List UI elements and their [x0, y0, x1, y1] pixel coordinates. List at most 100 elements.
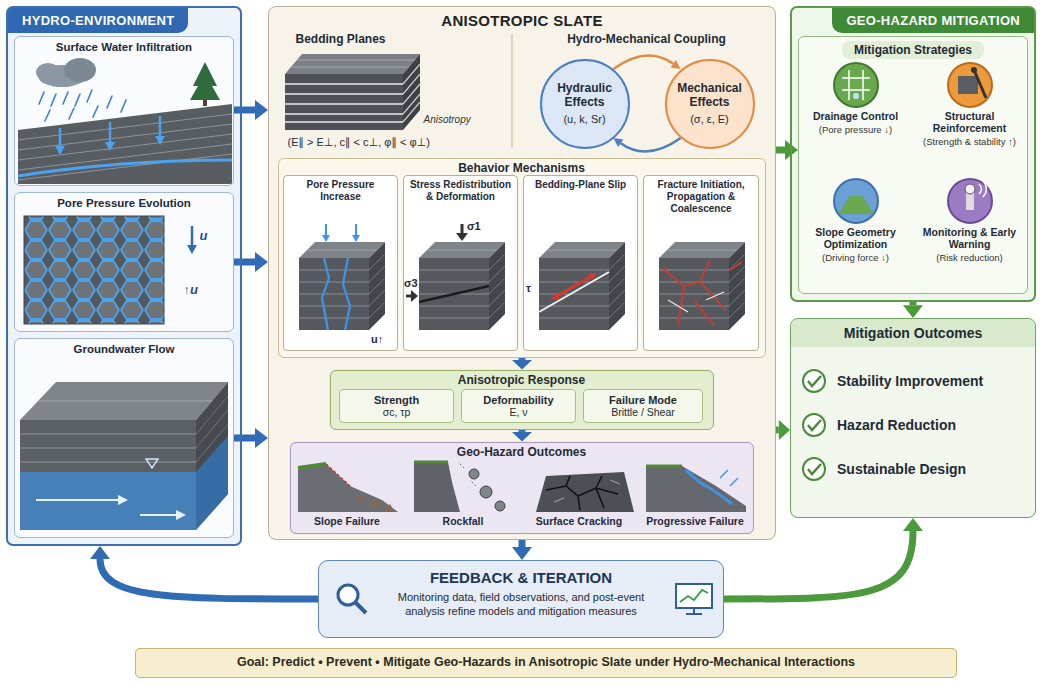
drainage-icon	[834, 63, 878, 107]
rain-slope-illustration	[64, 58, 96, 82]
fracture-cube	[659, 242, 745, 330]
reinforcement-icon	[971, 67, 977, 73]
monitor-icon	[686, 608, 702, 614]
check-icons	[803, 414, 825, 436]
check-icons	[808, 420, 821, 430]
flow-arrow	[613, 138, 680, 151]
fracture-cube	[668, 292, 724, 312]
reinforcement-icon	[948, 63, 992, 107]
arrow-line	[100, 559, 318, 599]
node-text: σc, τp	[346, 406, 447, 418]
arrow-line	[519, 430, 526, 432]
check-icons	[803, 458, 825, 480]
box-fill	[318, 560, 724, 638]
arrow-line	[234, 435, 255, 442]
slope-failure-picture	[384, 504, 394, 511]
flow-arrow	[613, 56, 680, 69]
monitor-icon	[680, 590, 708, 602]
arrow-line	[234, 107, 255, 114]
pore-pressure-cube	[322, 258, 350, 330]
check-icons	[803, 370, 825, 480]
node-title: Stress Redistribution & Deformation	[404, 176, 517, 203]
slip-cube	[551, 292, 560, 300]
arrow-head	[255, 428, 268, 448]
panel: GEO-HAZARD MITIGATIONMitigation Strategi…	[790, 6, 1036, 302]
bedding-block-illustration	[285, 54, 420, 74]
box-fill	[339, 389, 454, 423]
pore-network-illustration	[24, 216, 197, 324]
rain-slope-illustration	[36, 63, 60, 81]
rockfall-picture	[458, 462, 476, 486]
box-fill	[283, 175, 398, 351]
monitoring-icon	[948, 179, 992, 223]
pore-pressure-cube	[352, 235, 360, 242]
reinforcement-icon	[974, 70, 986, 98]
slope-failure-picture	[298, 464, 398, 512]
monitoring-icon	[966, 192, 974, 210]
box-fill	[790, 6, 1036, 302]
flow-arrow	[234, 100, 268, 120]
effect-circle: Mechanical Effects(σ, ε, E)	[665, 59, 755, 149]
node-title: Slope Geometry Optimization	[802, 226, 910, 250]
node-title: Surface Water Infiltration	[15, 41, 233, 53]
mechanism-box: Fracture Initiation, Propagation & Coale…	[643, 175, 759, 351]
node-text: Stability Improvement	[791, 359, 1035, 403]
process-box: Surface Water Infiltration	[14, 36, 234, 186]
bedding-block-illustration	[285, 84, 403, 122]
pore-pressure-cube	[299, 242, 385, 330]
slope-failure-picture	[298, 464, 326, 468]
group-box: Behavior MechanismsPore Pressure Increas…	[278, 158, 766, 358]
groundwater-block-illustration	[38, 401, 212, 402]
node-title: Deformability	[468, 394, 569, 406]
goal-band: Goal: Predict • Prevent • Mitigate Geo-H…	[135, 648, 957, 678]
stress-cube	[411, 290, 418, 302]
feedback-box: FEEDBACK & ITERATIONMonitoring data, fie…	[318, 560, 724, 638]
box-fill	[278, 158, 766, 358]
arrow-head	[903, 305, 923, 318]
progressive-failure-picture	[720, 470, 738, 486]
arrow-line	[621, 138, 681, 151]
arrow-head	[512, 432, 532, 442]
slope-geometry-icon	[838, 196, 874, 214]
surface-cracking-picture	[536, 472, 634, 512]
node-title: Strength	[346, 394, 447, 406]
pore-network-illustration	[24, 216, 164, 324]
node-title: Goal: Predict • Prevent • Mitigate Geo-H…	[136, 649, 956, 676]
pore-network-illustration	[191, 226, 194, 246]
node-title: Failure Mode	[590, 394, 696, 406]
box-fill	[330, 370, 714, 430]
magnifier-icon	[355, 602, 366, 613]
arrow-line	[910, 302, 917, 305]
reinforcement-icon	[948, 63, 992, 107]
node-title: Drainage Control	[802, 110, 910, 122]
strategy-item: Drainage Control(Pore pressure ↓)	[802, 60, 910, 172]
fracture-cube	[662, 260, 742, 326]
panel: ANISOTROPIC SLATEHydraulic Effects(u, k,…	[268, 6, 776, 540]
rockfall-picture	[414, 461, 448, 464]
rain-slope-illustration	[18, 104, 232, 184]
flow-arrow	[234, 428, 268, 448]
formula: (E∥ > E⊥, c∥ < c⊥, φ∥ < φ⊥)	[288, 136, 430, 149]
slope-failure-picture	[368, 500, 382, 507]
rockfall-picture	[480, 486, 492, 498]
fracture-cube	[659, 242, 745, 330]
node-text: (Risk reduction)	[916, 252, 1024, 263]
picture-caption: Surface Cracking	[524, 515, 634, 527]
node-text: Brittle / Shear	[590, 406, 696, 418]
arrow-line	[724, 531, 913, 599]
flow-arrow	[90, 546, 318, 599]
symbol-label: u↑	[371, 333, 383, 345]
box-fill	[14, 36, 234, 186]
check-icons	[808, 376, 821, 386]
magnifier-icon	[338, 585, 366, 613]
groundwater-block-illustration	[118, 495, 128, 505]
box-fill	[643, 175, 759, 351]
groundwater-block-illustration	[20, 472, 196, 530]
groundwater-block-illustration	[20, 434, 196, 462]
process-box: Pore Pressure Evolutionu↑u	[14, 192, 234, 332]
node-title: Pore Pressure Evolution	[15, 197, 233, 209]
check-icons	[803, 370, 825, 392]
slip-cube	[539, 272, 609, 312]
node-text: (σ, ε, E)	[673, 113, 747, 125]
rain-slope-illustration	[190, 62, 220, 100]
